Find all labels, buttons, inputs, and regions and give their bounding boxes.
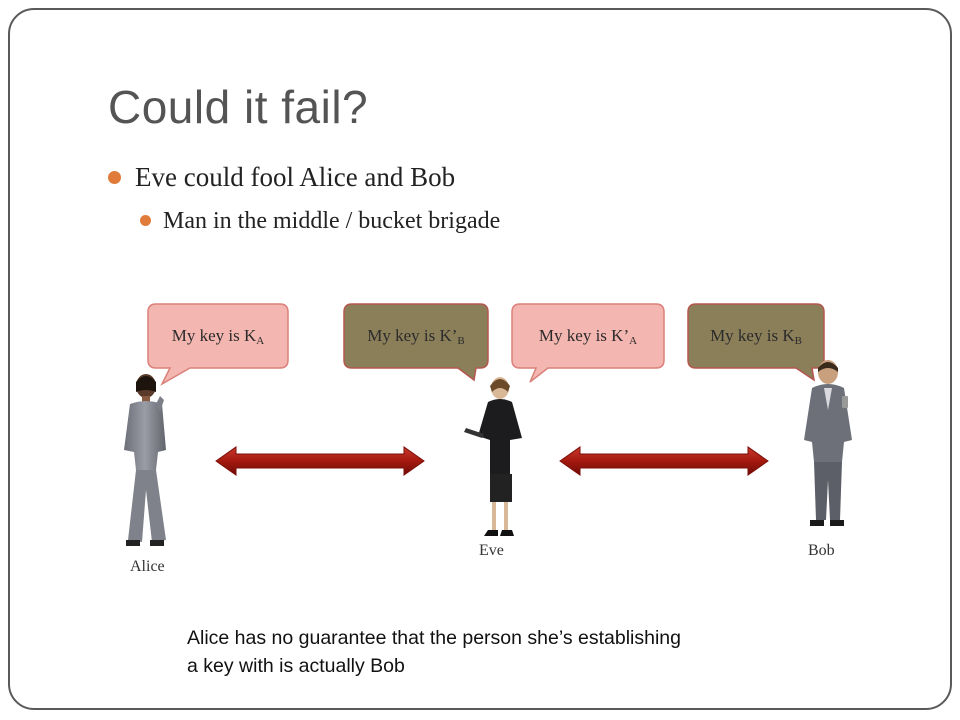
- double-arrow-right: [559, 446, 769, 476]
- note-line-2: a key with is actually Bob: [187, 655, 405, 677]
- bubble-bob: [687, 303, 825, 382]
- bubble-eve-to-alice: [343, 303, 489, 382]
- bubble-alice: [147, 303, 289, 386]
- alice-label: Alice: [130, 558, 165, 575]
- double-arrow-left: [215, 446, 425, 476]
- bullet-level-1: Eve could fool Alice and Bob: [108, 162, 455, 193]
- note-text: Alice has no guarantee that the person s…: [187, 624, 827, 680]
- eve-figure-icon: [464, 377, 522, 536]
- bullet-2-text: Man in the middle / bucket brigade: [163, 208, 501, 234]
- slide-title: Could it fail?: [108, 81, 369, 133]
- eve-label: Eve: [479, 542, 504, 559]
- bullet-1-text: Eve could fool Alice and Bob: [135, 162, 456, 192]
- bullet-dot-icon: [108, 171, 121, 185]
- bubble-alice-text: My key is KA: [171, 326, 265, 347]
- bullet-dot-icon: [140, 214, 151, 226]
- bullet-level-2: Man in the middle / bucket brigade: [140, 208, 500, 235]
- bob-figure-icon: [804, 360, 852, 526]
- note-line-1: Alice has no guarantee that the person s…: [187, 627, 681, 649]
- bubble-eve-to-bob-text: My key is K’A: [538, 326, 638, 347]
- bubble-eve-to-alice-text: My key is K’B: [367, 326, 465, 347]
- alice-figure-icon: [124, 374, 166, 546]
- bubble-eve-to-bob: [511, 303, 665, 383]
- bob-label: Bob: [808, 542, 835, 559]
- bubble-bob-text: My key is KB: [710, 326, 802, 347]
